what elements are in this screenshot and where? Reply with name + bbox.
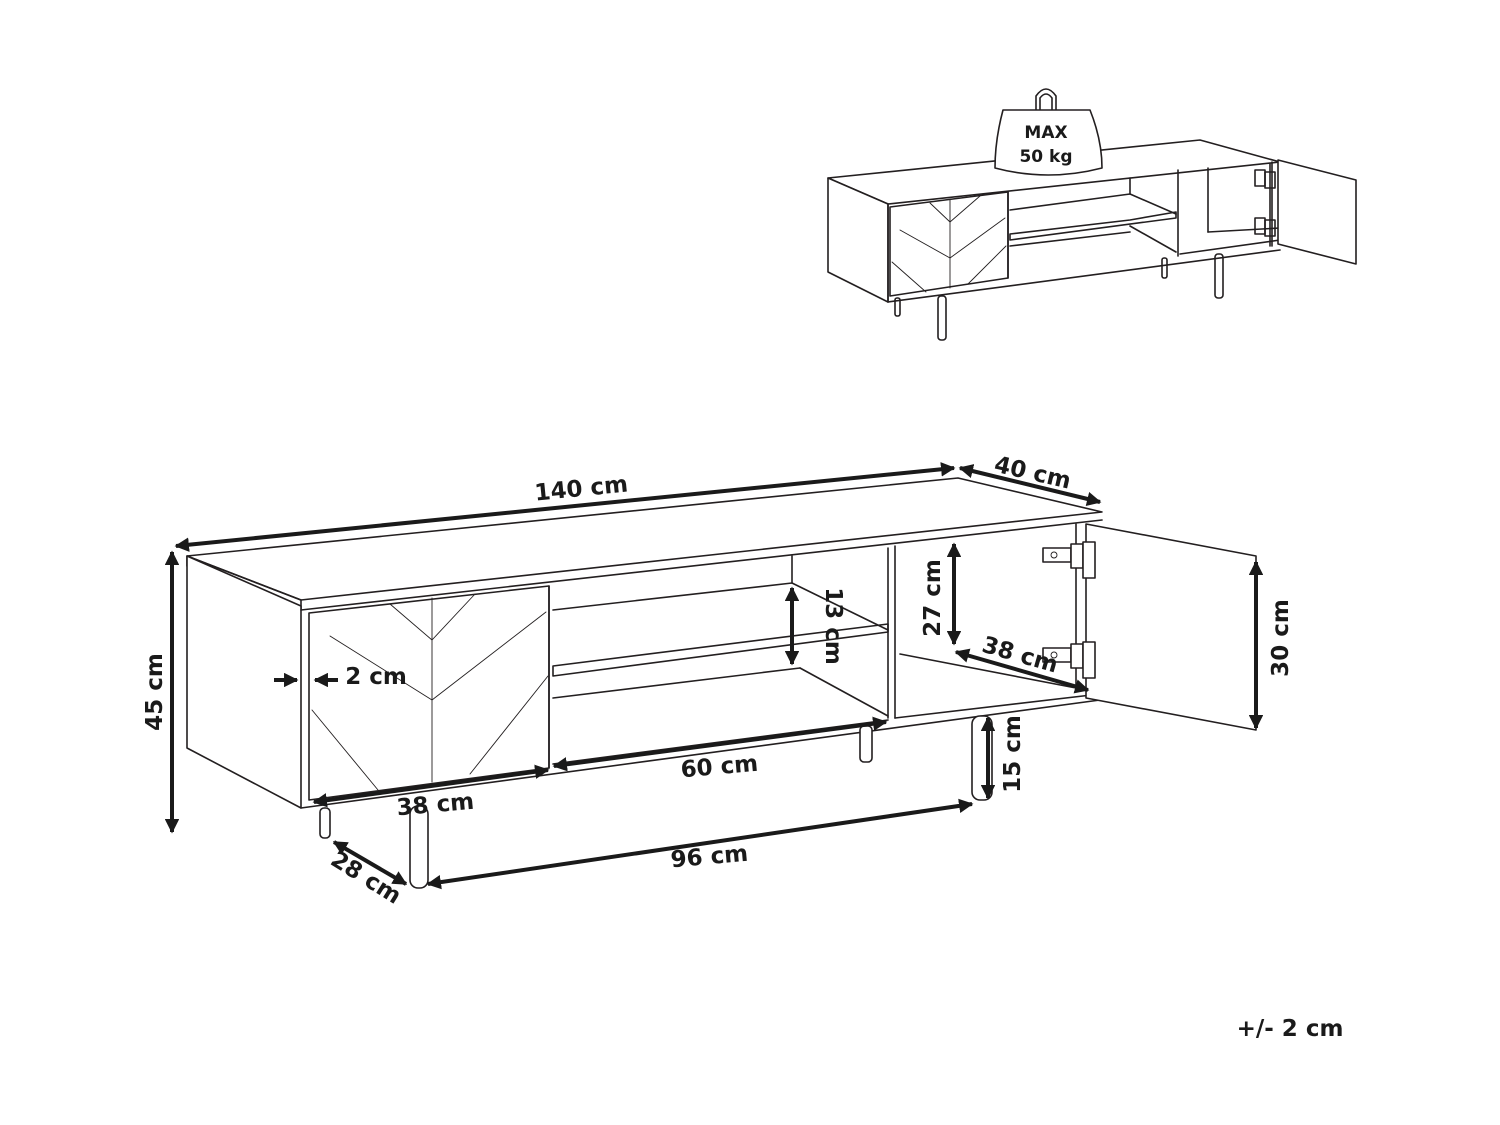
perspective-view: MAX 50 kg (827, 88, 1357, 341)
tolerance-label: +/- 2 cm (1237, 1016, 1344, 1042)
shelf-height-label: 13 cm (820, 587, 846, 665)
panel-thickness-label: 2 cm (345, 664, 407, 690)
max-weight-label: MAX (1024, 123, 1067, 143)
leg-spacing-width-label: 96 cm (670, 841, 750, 874)
left-compartment-depth-label: 38 cm (396, 789, 476, 822)
cabinet-inner-height-label: 27 cm (920, 559, 946, 637)
leg-height-label: 15 cm (1000, 715, 1026, 793)
door-height-label: 30 cm (1268, 599, 1294, 677)
open-compartment-width-label: 60 cm (680, 751, 760, 784)
dimension-lines (164, 462, 1264, 890)
max-weight-icon (994, 88, 1103, 176)
height-label: 45 cm (142, 653, 168, 731)
chevron-door (308, 585, 550, 801)
small-chevron-door (889, 191, 1009, 297)
small-legs (894, 253, 1224, 341)
max-weight-value: 50 kg (1019, 147, 1072, 167)
